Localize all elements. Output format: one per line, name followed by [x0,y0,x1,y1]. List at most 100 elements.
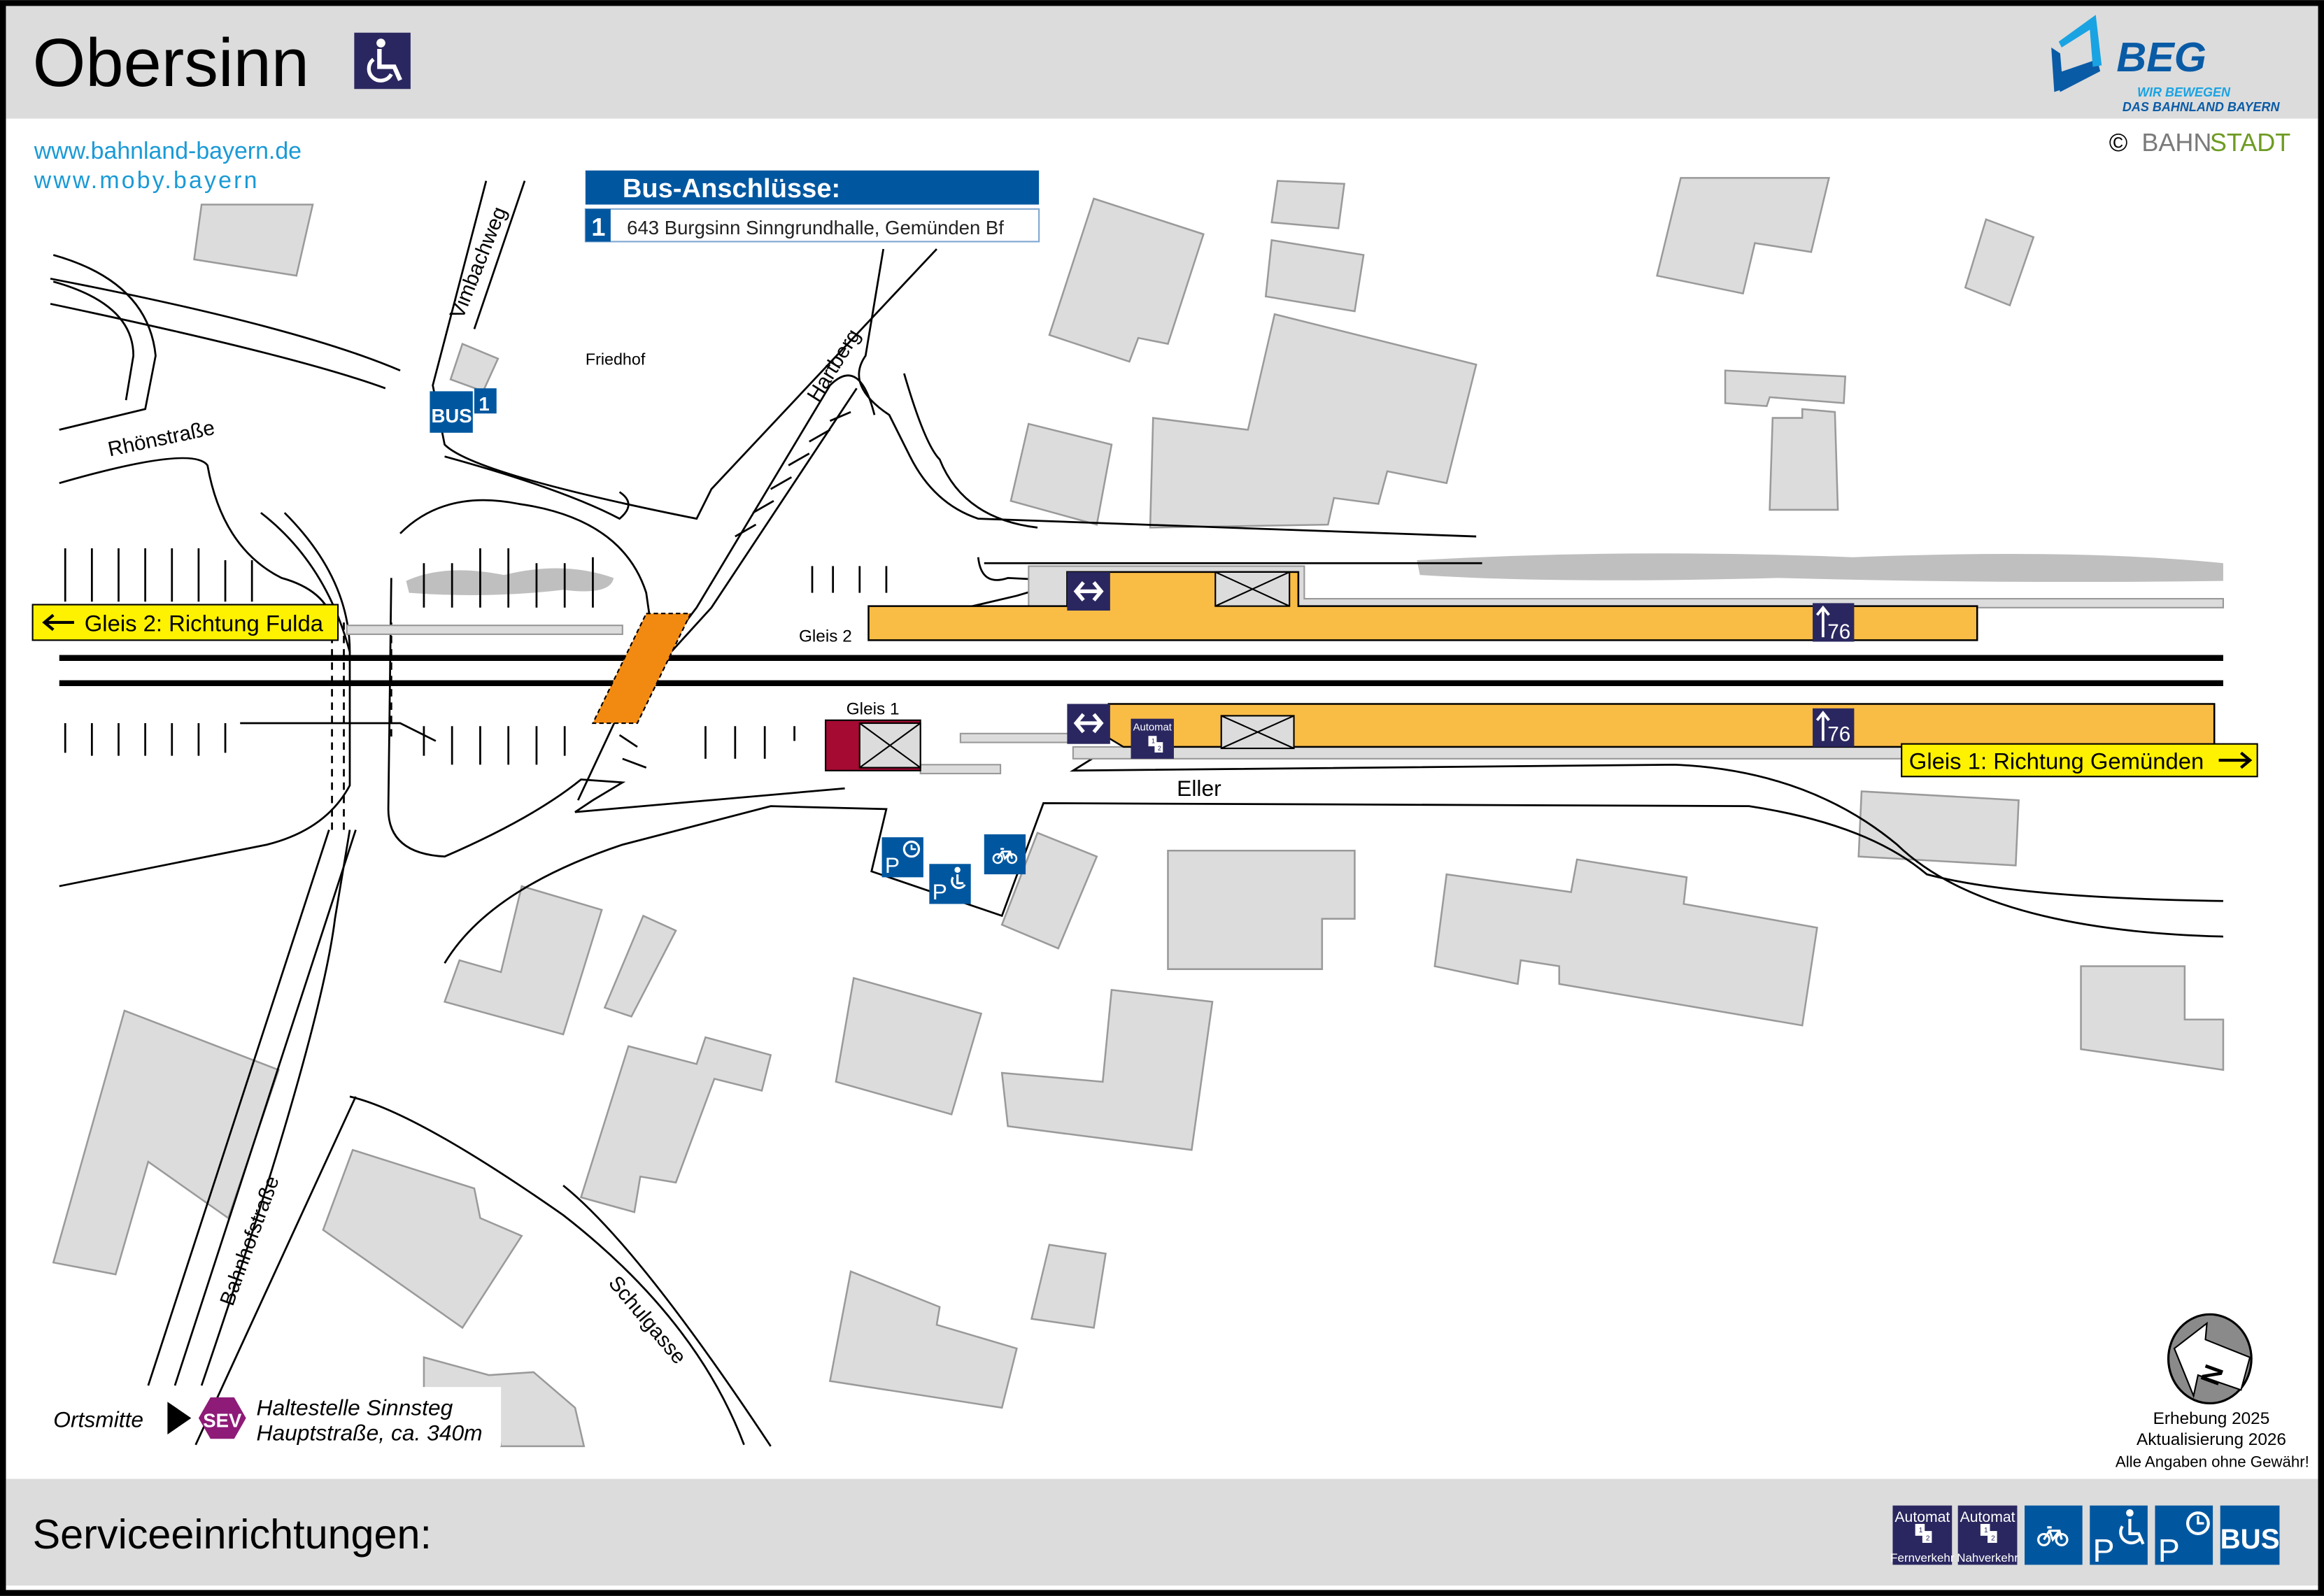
platform-height-value: 76 [1827,722,1850,746]
gleis-2-label: Gleis 2 [799,627,852,646]
service-label-top: Automat [1894,1509,1950,1525]
service-bicycle-icon [2025,1505,2083,1565]
service-ticket-machine-fernverkehr: Automat Fernverkehr [1890,1505,1955,1565]
parking-letter: P [2158,1532,2180,1569]
service-short-term-parking-icon: P [2155,1505,2213,1569]
service-ticket-machine-nahverkehr: Automat Nahverkehr [1957,1505,2018,1565]
vegetation [1417,553,2223,583]
beg-logo-text: BEG [2116,34,2206,80]
link-moby-bayern[interactable]: www.moby.bayern [34,167,260,194]
header-bar [6,6,2318,119]
disabled-parking-icon: P [929,864,971,904]
bus-line-number: 1 [591,213,605,241]
building [1656,177,1830,295]
sev-icon: SEV [198,1397,246,1439]
bus-stop-number: 1 [479,393,489,415]
service-bus-icon: BUS [2220,1505,2280,1565]
building [52,1009,280,1276]
bahnstadt-part-1: BAHN [2141,128,2211,157]
arrow-right-icon [2218,751,2253,769]
service-label-bottom: Fernverkehr [1890,1551,1955,1565]
direction-gleis-2: Gleis 2: Richtung Fulda [31,604,339,641]
beg-tagline-2: DAS BAHNLAND BAYERN [2123,100,2281,114]
platform-edge [346,625,623,635]
building [1000,988,1214,1151]
sev-stop-line-2: Hauptstraße, ca. 340m [257,1420,483,1445]
bus-stop-label: BUS [432,405,472,427]
direction-label: Gleis 1: Richtung Gemünden [1909,748,2204,774]
platform-access-icon [1067,704,1110,744]
beg-tagline-1: WIR BEWEGEN [2137,85,2231,99]
ortsmitte-label-bg [252,1387,502,1446]
station-title: Obersinn [33,24,309,101]
sev-stop-line-1: Haltestelle Sinnsteg [257,1395,453,1420]
direction-label: Gleis 2: Richtung Fulda [85,611,324,636]
update-date: Aktualisierung 2026 [2137,1430,2286,1449]
short-term-parking-icon: P [881,837,923,878]
vegetation [406,568,614,595]
service-disabled-parking-icon: P [2090,1505,2148,1569]
svg-text:P: P [885,853,900,878]
bicycle-parking-icon [984,834,1026,875]
ticket-machine-label: Automat [1133,722,1172,734]
building [1264,238,1365,313]
svg-text:P: P [933,879,947,904]
building [1048,197,1205,363]
building [1149,313,1478,529]
direction-gleis-1: Gleis 1: Richtung Gemünden [1901,743,2258,778]
station-building-cross [859,722,921,769]
disclaimer: Alle Angaben ohne Gewähr! [2116,1453,2309,1471]
wheelchair-icon [354,32,411,90]
bahnstadt-part-2: STADT [2210,128,2290,157]
building [1964,218,2035,307]
platform-shelter-cross [1214,571,1290,607]
street-label-eller: Eller [1177,776,1221,801]
building [1009,422,1113,526]
building [835,976,983,1116]
direction-arrow-icon [167,1402,192,1434]
building [322,1148,523,1330]
place-label-friedhof: Friedhof [586,350,646,368]
building [828,1270,1018,1409]
platform-height-icon-gleis-2: 76 [1813,603,1855,643]
platform-edge [919,764,1002,775]
gleis-1-label: Gleis 1 [846,699,900,718]
parking-letter: P [2092,1532,2114,1569]
building [579,1036,772,1213]
survey-date: Erhebung 2025 [2153,1409,2270,1428]
north-arrow-icon: N [2167,1313,2253,1405]
platform-edge [959,732,1074,743]
building [1167,849,1356,970]
bus-stop-icon: BUS 1 [430,388,497,433]
building [1000,832,1098,950]
building [1433,858,1818,1027]
bus-line-text: 643 Burgsinn Sinngrundhalle, Gemünden Bf [627,217,1004,238]
link-bahnland-bayern[interactable]: www.bahnland-bayern.de [34,138,302,164]
copyright-symbol: © [2109,128,2128,157]
beg-logo: BEG WIR BEWEGEN DAS BAHNLAND BAYERN [2051,15,2281,114]
platform-height-icon-gleis-1: 76 [1813,708,1855,747]
bus-label: BUS [2220,1523,2280,1555]
arrow-left-icon [42,613,74,632]
building [193,204,314,277]
service-label-bottom: Nahverkehr [1957,1551,2018,1565]
bus-connections-panel: Bus-Anschlüsse: 1 643 Burgsinn Sinngrund… [584,170,1040,243]
ortsmitte-label: Ortsmitte [53,1406,143,1432]
roads [50,180,2223,1447]
bahnstadt-copyright: © BAHN STADT [2109,128,2290,157]
building [1769,408,1839,511]
building [1724,369,1847,407]
platform-shelter-cross [1221,715,1294,749]
service-label-top: Automat [1960,1509,2015,1525]
building [1857,790,2020,867]
footer-title: Serviceeinrichtungen: [33,1511,432,1558]
platform-access-icon [1067,571,1110,611]
building [1030,1244,1107,1329]
building [2080,965,2225,1071]
buildings [52,177,2225,1448]
bus-connections-title: Bus-Anschlüsse: [623,173,840,204]
ticket-machine-icon: Automat [1131,718,1174,759]
underpass [591,613,692,725]
building [443,885,603,1036]
